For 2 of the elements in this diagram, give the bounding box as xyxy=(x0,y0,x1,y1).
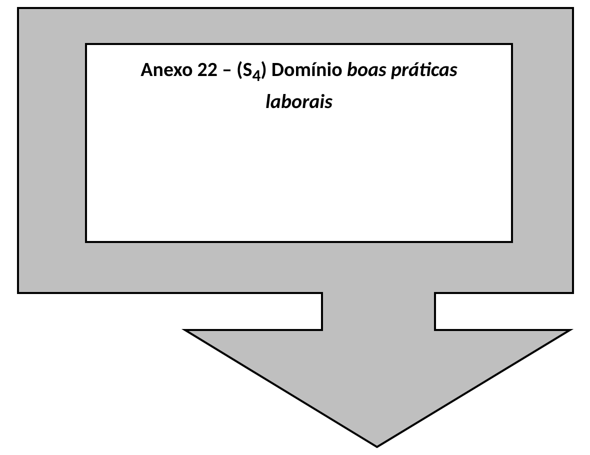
text-box xyxy=(85,43,513,243)
heading-text: Anexo 22 – (S$_{4}$) Domínio boas práticas laborais xyxy=(140,57,458,115)
